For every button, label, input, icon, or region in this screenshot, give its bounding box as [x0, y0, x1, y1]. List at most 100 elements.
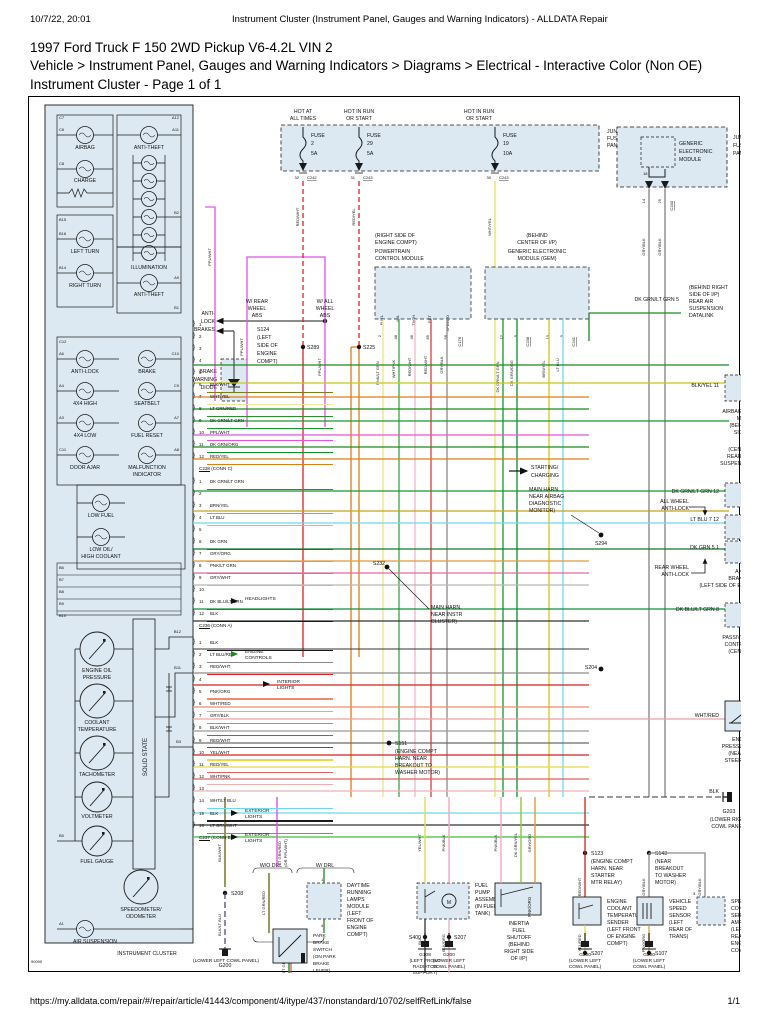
svg-text:BLK: BLK: [417, 937, 422, 945]
svg-text:PUMP: PUMP: [475, 890, 491, 896]
svg-text:(BEHIND: (BEHIND: [508, 942, 530, 948]
svg-text:ENGINE OIL: ENGINE OIL: [732, 737, 741, 743]
svg-text:M: M: [447, 900, 451, 906]
svg-text:RUNNING: RUNNING: [347, 890, 371, 896]
svg-text:FUSE: FUSE: [311, 133, 325, 139]
indicator-4x4-high: 4X4 HIGH A4: [57, 382, 119, 407]
svg-text:ENGINE: ENGINE: [257, 351, 277, 357]
pin-label: C7: [59, 115, 65, 120]
svg-text:OR START: OR START: [346, 116, 373, 122]
pin-label: B11: [174, 665, 182, 670]
pin-label: C8: [59, 161, 65, 166]
svg-text:LT BLU 7 12: LT BLU 7 12: [690, 517, 719, 523]
svg-text:DK GRN 5 1: DK GRN 5 1: [690, 545, 719, 551]
gauge-fuel: FUEL GAUGE B5: [57, 825, 133, 865]
svg-text:RED/WHT: RED/WHT: [295, 207, 300, 226]
indicator-left-turn: LEFT TURN B16 B15: [57, 217, 113, 255]
fuse-29: FUSE 29 5A 31 C243: [351, 127, 381, 180]
footer-page-number: 1/1: [727, 996, 740, 1006]
svg-text:MODULE: MODULE: [347, 904, 370, 910]
indicator-4x4-low: 4X4 LOW A3: [57, 414, 119, 439]
svg-text:ASSEMBLY: ASSEMBLY: [475, 897, 503, 903]
svg-text:STARTER: STARTER: [591, 873, 615, 879]
svg-text:29: 29: [367, 141, 373, 147]
svg-text:WHT/YEL: WHT/YEL: [487, 217, 492, 236]
svg-text:(LEFT: (LEFT: [731, 927, 741, 933]
svg-text:CONTROL MODULE: CONTROL MODULE: [725, 642, 741, 648]
svg-text:INERTIA: INERTIA: [509, 921, 530, 927]
ground-label: G203: [723, 809, 736, 815]
svg-text:BREAKOUT TO: BREAKOUT TO: [395, 763, 432, 769]
svg-text:(LEFT: (LEFT: [669, 920, 684, 926]
svg-text:PPL/WHT: PPL/WHT: [317, 358, 322, 376]
svg-text:ENGINE OIL: ENGINE OIL: [82, 668, 112, 674]
svg-text:W/ ALL: W/ ALL: [317, 299, 334, 305]
svg-text:DK GRN/ORG: DK GRN/ORG: [509, 360, 514, 386]
fuse-2: FUSE 2 5A 32 C242: [295, 127, 325, 180]
svg-text:19: 19: [503, 141, 509, 147]
svg-text:AMPLIFIER: AMPLIFIER: [731, 920, 741, 926]
cluster-caption: INSTRUMENT CLUSTER: [117, 951, 177, 957]
svg-text:MOTOR): MOTOR): [655, 880, 676, 886]
svg-text:CHARGING: CHARGING: [531, 473, 559, 479]
svg-text:DATALINK: DATALINK: [689, 313, 714, 319]
svg-text:PNK/ORG: PNK/ORG: [641, 934, 646, 952]
svg-text:48: 48: [393, 334, 398, 339]
svg-text:SIDE OF I/P): SIDE OF I/P): [734, 430, 741, 436]
pin-label: B3: [176, 739, 182, 744]
page-title: Instrument Cluster - Page 1 of 1: [30, 77, 222, 92]
splice-label: S107: [655, 951, 667, 957]
svg-text:FUSE/RELAY: FUSE/RELAY: [733, 143, 741, 149]
svg-text:HOT IN RUN: HOT IN RUN: [344, 109, 374, 115]
svg-text:PANEL: PANEL: [733, 151, 741, 157]
ground-g203: BLK G203 (LOWER RIGHT COWL PANEL): [589, 789, 741, 830]
svg-text:DAYTIME: DAYTIME: [347, 883, 370, 889]
indicator-label: CHARGE: [74, 178, 97, 184]
gauge-engine-oil-pressure: ENGINE OIL PRESSURE: [75, 631, 133, 681]
pin-label: C11: [59, 447, 67, 452]
svg-text:SPEED: SPEED: [669, 906, 687, 912]
svg-text:ANTI-: ANTI-: [201, 311, 215, 317]
svg-text:DK GRN/YEL: DK GRN/YEL: [513, 832, 518, 857]
pin-label: B7: [59, 577, 65, 582]
svg-text:GRY/BLK: GRY/BLK: [657, 238, 662, 256]
svg-text:MTR RELAY): MTR RELAY): [591, 880, 622, 886]
svg-text:FRONT OF: FRONT OF: [347, 918, 373, 924]
pin-label: A1: [59, 921, 65, 926]
svg-text:MODULE: MODULE: [679, 157, 702, 163]
svg-text:BLK/ORG: BLK/ORG: [441, 934, 446, 952]
pin-label: B8: [59, 589, 65, 594]
svg-text:LAMPS: LAMPS: [347, 897, 365, 903]
svg-text:TRANS): TRANS): [669, 934, 689, 940]
svg-text:(BEHIND: (BEHIND: [526, 233, 548, 239]
pin-label: B14: [59, 265, 67, 270]
splice-label: S400: [409, 935, 421, 941]
svg-text:GRY/BLK: GRY/BLK: [697, 878, 702, 896]
svg-text:(OR PPL/WHT): (OR PPL/WHT): [283, 839, 288, 867]
ground-g200-left: BLK/WHT S208 BLK/LT BLU G200: [217, 797, 243, 969]
svg-text:C243: C243: [499, 175, 509, 180]
svg-text:(CENTER OF I/P): (CENTER OF I/P): [728, 447, 741, 453]
svg-text:POWERTRAIN: POWERTRAIN: [375, 249, 410, 255]
junction-box-label-2: JUNCTION BOX FUSE/RELAY PANEL: [733, 135, 741, 141]
footer-url[interactable]: https://my.alldata.com/repair/#/repair/a…: [30, 996, 472, 1006]
svg-text:COMPT): COMPT): [607, 941, 628, 947]
indicator-fuel-reset: FUEL RESET A7: [131, 414, 181, 439]
svg-text:(IN FUEL: (IN FUEL: [475, 904, 497, 910]
svg-text:1: 1: [321, 877, 324, 882]
module-airbag-diagnostic-monitor: BLK/YEL 11 AIRBAG DIAGNOSTIC MONITOR (BE…: [691, 374, 741, 436]
indicator-anti-lock: ANTI-LOCK A6: [57, 350, 119, 375]
svg-text:ANTI-LOCK: ANTI-LOCK: [661, 572, 689, 578]
svg-text:SUSPENSION: SUSPENSION: [689, 306, 723, 312]
svg-text:C241: C241: [571, 336, 576, 346]
svg-text:NEAR AIRBAG: NEAR AIRBAG: [529, 494, 564, 500]
pin-label: B5: [59, 833, 65, 838]
svg-text:5A: 5A: [311, 151, 318, 157]
gauge-speedometer: SPEEDOMETER/ ODOMETER: [120, 869, 162, 920]
svg-text:WASHER MOTOR): WASHER MOTOR): [395, 770, 440, 776]
pin-label: B10: [59, 613, 67, 618]
svg-text:9: 9: [559, 334, 564, 337]
indicator-anti-theft-top: ANTI-THEFT A11 A12: [117, 115, 181, 151]
svg-text:MALFUNCTION: MALFUNCTION: [128, 465, 166, 471]
pin-label: B16: [59, 231, 67, 236]
